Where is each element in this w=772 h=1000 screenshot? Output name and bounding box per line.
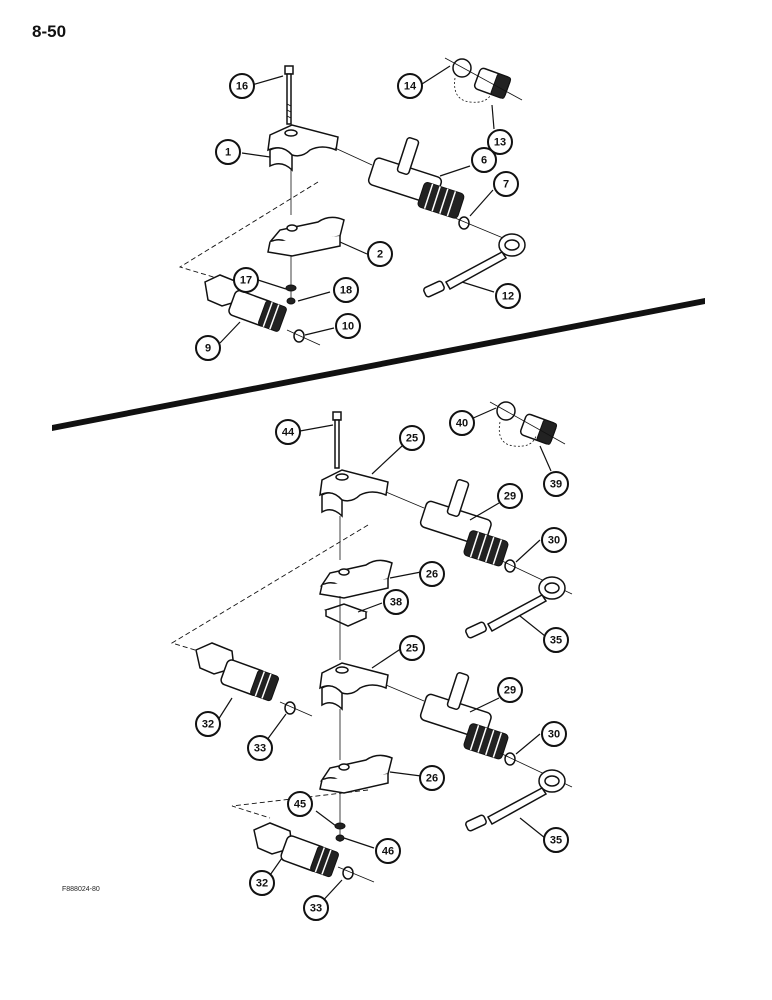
bolt-part bbox=[332, 411, 342, 469]
dust-cap-part bbox=[444, 57, 523, 103]
svg-text:12: 12 bbox=[502, 291, 514, 303]
coupler-part bbox=[367, 137, 465, 219]
o-ring-part bbox=[293, 329, 305, 343]
coupler-part bbox=[419, 672, 509, 760]
washer-part bbox=[334, 822, 346, 830]
callout-bottom-30: 30 bbox=[541, 721, 567, 747]
callout-bottom-26: 26 bbox=[419, 561, 445, 587]
svg-text:29: 29 bbox=[504, 491, 516, 503]
callout-bottom-33: 33 bbox=[247, 735, 273, 761]
upper-bracket-part bbox=[267, 124, 339, 172]
o-ring-part bbox=[504, 752, 516, 766]
svg-text:35: 35 bbox=[550, 835, 562, 847]
svg-text:13: 13 bbox=[494, 137, 506, 149]
svg-text:14: 14 bbox=[404, 81, 417, 93]
upper-bracket-part bbox=[319, 469, 389, 518]
page-number: 8-50 bbox=[32, 22, 67, 41]
wrench-part bbox=[465, 576, 566, 639]
svg-text:39: 39 bbox=[550, 479, 562, 491]
callout-bottom-38: 38 bbox=[383, 589, 409, 615]
nut-part bbox=[286, 297, 296, 305]
svg-text:33: 33 bbox=[254, 743, 266, 755]
callout-top-10: 10 bbox=[335, 313, 361, 339]
callout-bottom-32: 32 bbox=[195, 711, 221, 737]
callout-bottom-29: 29 bbox=[497, 677, 523, 703]
callout-top-6: 6 bbox=[471, 147, 497, 173]
svg-text:26: 26 bbox=[426, 569, 438, 581]
svg-text:32: 32 bbox=[256, 878, 268, 890]
callout-bottom-45: 45 bbox=[287, 791, 313, 817]
callout-bottom-29: 29 bbox=[497, 483, 523, 509]
callout-bottom-26: 26 bbox=[419, 765, 445, 791]
bolt-part bbox=[284, 65, 294, 125]
svg-text:38: 38 bbox=[390, 597, 402, 609]
callout-top-1: 1 bbox=[215, 139, 241, 165]
svg-text:7: 7 bbox=[503, 179, 509, 191]
svg-text:16: 16 bbox=[236, 81, 248, 93]
quick-coupler-part bbox=[253, 822, 339, 878]
callout-top-17: 17 bbox=[233, 267, 259, 293]
callout-bottom-30: 30 bbox=[541, 527, 567, 553]
svg-text:25: 25 bbox=[406, 433, 418, 445]
callout-top-7: 7 bbox=[493, 171, 519, 197]
svg-text:30: 30 bbox=[548, 535, 560, 547]
quick-coupler-part bbox=[195, 642, 279, 702]
spacer-plate-part bbox=[323, 603, 369, 627]
lower-clamp-part bbox=[319, 559, 393, 599]
callout-top-2: 2 bbox=[367, 241, 393, 267]
svg-text:33: 33 bbox=[310, 903, 322, 915]
svg-text:40: 40 bbox=[456, 418, 468, 430]
callout-bottom-39: 39 bbox=[543, 471, 569, 497]
lower-clamp-part bbox=[319, 754, 393, 794]
svg-text:29: 29 bbox=[504, 685, 516, 697]
svg-text:45: 45 bbox=[294, 799, 306, 811]
svg-text:30: 30 bbox=[548, 729, 560, 741]
callout-top-9: 9 bbox=[195, 335, 221, 361]
callout-bottom-32: 32 bbox=[249, 870, 275, 896]
svg-text:10: 10 bbox=[342, 321, 354, 333]
callout-bottom-44: 44 bbox=[275, 419, 301, 445]
o-ring-part bbox=[504, 559, 516, 573]
svg-text:26: 26 bbox=[426, 773, 438, 785]
callout-top-12: 12 bbox=[495, 283, 521, 309]
svg-text:35: 35 bbox=[550, 635, 562, 647]
svg-text:17: 17 bbox=[240, 275, 252, 287]
callout-bottom-35: 35 bbox=[543, 827, 569, 853]
callout-top-14: 14 bbox=[397, 73, 423, 99]
callout-bottom-35: 35 bbox=[543, 627, 569, 653]
svg-text:32: 32 bbox=[202, 719, 214, 731]
washer-part bbox=[285, 284, 297, 292]
dust-cap-part bbox=[489, 401, 566, 447]
svg-text:46: 46 bbox=[382, 846, 394, 858]
svg-text:1: 1 bbox=[225, 147, 231, 159]
svg-text:25: 25 bbox=[406, 643, 418, 655]
nut-part bbox=[335, 834, 345, 842]
svg-text:2: 2 bbox=[377, 249, 383, 261]
svg-text:44: 44 bbox=[282, 427, 295, 439]
figure-code: F888024-80 bbox=[62, 886, 100, 893]
callout-top-16: 16 bbox=[229, 73, 255, 99]
section-divider bbox=[52, 298, 705, 431]
callout-bottom-33: 33 bbox=[303, 895, 329, 921]
callout-top-13: 13 bbox=[487, 129, 513, 155]
callout-bottom-25: 25 bbox=[399, 635, 425, 661]
coupler-part bbox=[419, 479, 509, 567]
wrench-part bbox=[423, 233, 526, 298]
svg-text:18: 18 bbox=[340, 285, 352, 297]
upper-bracket-part bbox=[319, 662, 389, 711]
o-ring-part bbox=[458, 216, 470, 230]
lower-clamp-part bbox=[267, 216, 345, 257]
callout-bottom-25: 25 bbox=[399, 425, 425, 451]
callout-bottom-40: 40 bbox=[449, 410, 475, 436]
svg-text:6: 6 bbox=[481, 155, 487, 167]
callout-top-18: 18 bbox=[333, 277, 359, 303]
quick-coupler-part bbox=[204, 274, 287, 332]
svg-text:9: 9 bbox=[205, 343, 211, 355]
callout-bottom-46: 46 bbox=[375, 838, 401, 864]
wrench-part bbox=[465, 769, 566, 832]
